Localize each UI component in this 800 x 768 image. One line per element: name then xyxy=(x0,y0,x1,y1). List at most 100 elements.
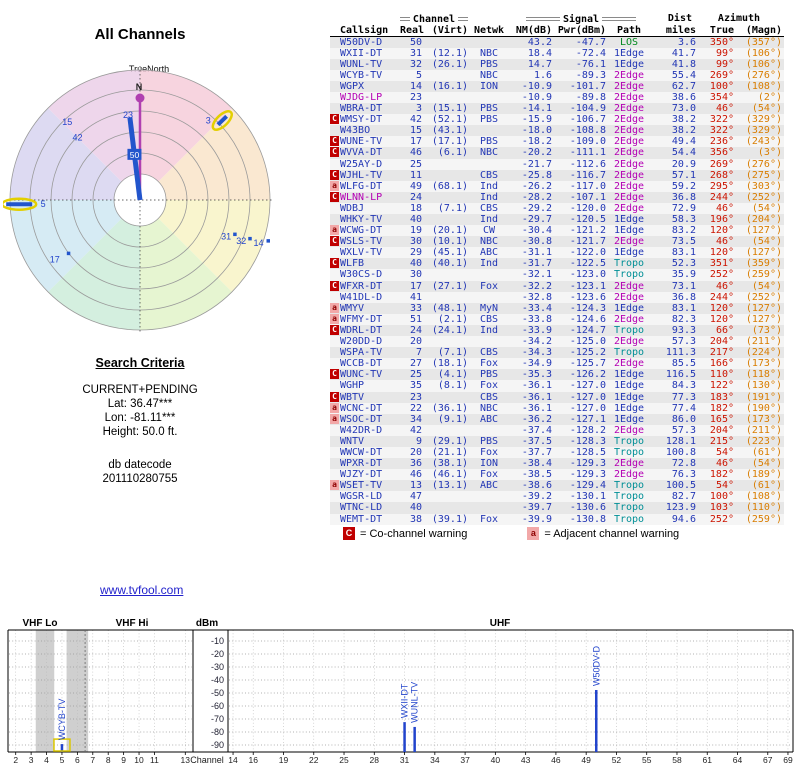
cell-path: Tropo xyxy=(613,258,645,270)
cell-azimuth-true: 351° xyxy=(709,258,734,270)
co-channel-warning-icon: C xyxy=(330,136,339,147)
cell-pwr-dbm: -128.5 xyxy=(569,446,606,458)
radar-marker-label: 5 xyxy=(41,199,46,209)
cell-nm-db: -30.4 xyxy=(521,225,552,237)
cell-callsign: WCYB-TV xyxy=(340,69,383,81)
cell-azimuth-true: 46° xyxy=(715,458,734,470)
cell-virtual-channel: (16.1) xyxy=(431,80,468,92)
search-criteria: Search Criteria CURRENT+PENDING Lat: 36.… xyxy=(20,356,260,439)
cell-azimuth-magn: (61°) xyxy=(751,446,782,458)
cell-azimuth-true: 54° xyxy=(715,446,734,458)
adjacent-channel-warning-text: = Adjacent channel warning xyxy=(544,527,680,540)
cell-pwr-dbm: -121.7 xyxy=(569,236,606,248)
cell-callsign: W43BO xyxy=(340,125,371,137)
channel-tick-label: 43 xyxy=(521,755,531,765)
cell-pwr-dbm: -124.7 xyxy=(569,324,606,336)
cell-pwr-dbm: -130.6 xyxy=(569,502,606,514)
bar-callsign-label: WXII-DT xyxy=(400,683,410,718)
cell-network: ABC xyxy=(479,247,499,259)
cell-pwr-dbm: -124.6 xyxy=(569,313,606,325)
cell-path: 1Edge xyxy=(613,402,645,414)
cell-azimuth-true: 244° xyxy=(709,191,734,203)
radar-marker-dot xyxy=(266,239,270,243)
cell-path: Tropo xyxy=(613,491,645,503)
channel-tick-label: 10 xyxy=(134,755,144,765)
cell-virtual-channel: (27.1) xyxy=(431,280,468,292)
cell-nm-db: -38.4 xyxy=(521,458,552,470)
cell-miles: 111.3 xyxy=(665,347,696,359)
cell-real-channel: 50 xyxy=(409,36,422,48)
cell-callsign: WLFG-DT xyxy=(340,180,383,192)
tvfool-link[interactable]: www.tvfool.com xyxy=(100,583,184,597)
cell-azimuth-true: 204° xyxy=(709,336,734,348)
cell-azimuth-magn: (223°) xyxy=(745,435,782,447)
radar-marker-label: 42 xyxy=(72,132,82,142)
cell-real-channel: 46 xyxy=(409,469,422,481)
co-channel-warning-icon: C xyxy=(330,147,339,158)
cell-miles: 55.4 xyxy=(671,69,696,81)
cell-nm-db: -33.8 xyxy=(521,313,552,325)
co-channel-warning-text: = Co-channel warning xyxy=(360,527,468,540)
cell-path: 2Edge xyxy=(613,103,645,115)
cell-pwr-dbm: -116.7 xyxy=(569,169,606,181)
cell-real-channel: 33 xyxy=(409,302,422,314)
cell-pwr-dbm: -125.7 xyxy=(569,358,606,370)
cell-azimuth-magn: (2°) xyxy=(757,91,782,103)
cell-miles: 82.3 xyxy=(671,313,696,325)
cell-callsign: WJHL-TV xyxy=(340,169,383,181)
cell-path: 2Edge xyxy=(613,169,645,181)
cell-azimuth-true: 46° xyxy=(715,103,734,115)
cell-real-channel: 42 xyxy=(409,114,422,126)
cell-miles: 36.8 xyxy=(671,191,696,203)
cell-pwr-dbm: -127.1 xyxy=(569,413,606,425)
cell-network: Ind xyxy=(479,324,499,336)
channel-tick-label: 67 xyxy=(763,755,773,765)
radar-sector xyxy=(10,200,140,292)
cell-nm-db: 43.2 xyxy=(527,36,552,48)
cell-pwr-dbm: -109.0 xyxy=(569,136,606,148)
cell-nm-db: -29.2 xyxy=(521,202,552,214)
cell-network: CBS xyxy=(479,391,499,403)
cell-path: 2Edge xyxy=(613,114,645,126)
cell-azimuth-true: 165° xyxy=(709,413,734,425)
cell-miles: 38.6 xyxy=(671,91,696,103)
cell-path: 2Edge xyxy=(613,147,645,159)
channel-tick-label: 49 xyxy=(581,755,591,765)
cell-azimuth-true: 183° xyxy=(709,391,734,403)
north-needle-tip xyxy=(135,93,145,103)
cell-azimuth-true: 269° xyxy=(709,69,734,81)
cell-azimuth-magn: (190°) xyxy=(745,402,782,414)
cell-path: 2Edge xyxy=(613,136,645,148)
cell-pwr-dbm: -89.3 xyxy=(575,69,606,81)
cell-nm-db: -39.9 xyxy=(521,513,552,525)
cell-network: Fox xyxy=(479,358,499,370)
cell-miles: 85.5 xyxy=(671,358,696,370)
cell-miles: 52.3 xyxy=(671,258,696,270)
cell-path: 1Edge xyxy=(613,214,645,225)
cell-path: LOS xyxy=(619,36,639,48)
cell-azimuth-magn: (127°) xyxy=(745,302,782,314)
cell-network: Fox xyxy=(479,446,499,458)
cell-callsign: WBRA-DT xyxy=(340,103,383,115)
cell-azimuth-magn: (189°) xyxy=(745,469,782,481)
cell-real-channel: 32 xyxy=(409,58,422,70)
channel-tick-label: 31 xyxy=(400,755,410,765)
azimuth-group-header: Azimuth xyxy=(717,13,761,24)
cell-network: ABC xyxy=(479,413,499,425)
radar-sector xyxy=(140,200,270,292)
cell-virtual-channel: (26.1) xyxy=(431,58,468,70)
cell-real-channel: 51 xyxy=(409,313,422,325)
cell-virtual-channel: (4.1) xyxy=(437,369,468,381)
channel-tick-label: 7 xyxy=(90,755,95,765)
cell-path: 2Edge xyxy=(613,202,645,214)
cell-path: 2Edge xyxy=(613,80,645,92)
cell-miles: 116.5 xyxy=(665,369,696,381)
cell-azimuth-true: 166° xyxy=(709,358,734,370)
